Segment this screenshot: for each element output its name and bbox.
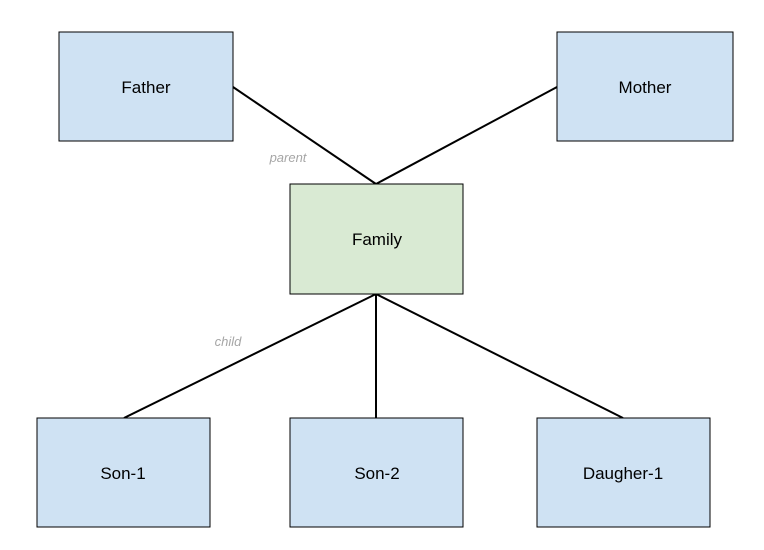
- node-mother[interactable]: Mother: [556, 31, 734, 142]
- node-son2-label: Son-2: [354, 464, 399, 483]
- node-daughter1-box: [536, 417, 711, 528]
- node-son1-box: [36, 417, 211, 528]
- edge-mother-family: [375, 86, 558, 185]
- node-family-box: [289, 183, 464, 295]
- node-father-label: Father: [121, 78, 170, 97]
- node-mother-box: [556, 31, 734, 142]
- node-son2-box: [289, 417, 464, 528]
- node-son1[interactable]: Son-1: [36, 417, 211, 528]
- edge-family-daughter1: [375, 293, 624, 419]
- node-family-label: Family: [352, 230, 403, 249]
- node-father[interactable]: Father: [58, 31, 234, 142]
- node-father-box: [58, 31, 234, 142]
- connectors: [123, 86, 624, 419]
- node-family[interactable]: Family: [289, 183, 464, 295]
- edge-label-parent: parent: [269, 150, 308, 165]
- edge-family-son1: [123, 293, 377, 419]
- node-son1-label: Son-1: [100, 464, 145, 483]
- node-daughter1[interactable]: Daugher-1: [536, 417, 711, 528]
- node-son2[interactable]: Son-2: [289, 417, 464, 528]
- edge-label-child: child: [215, 334, 243, 349]
- node-mother-label: Mother: [619, 78, 672, 97]
- node-daughter1-label: Daugher-1: [583, 464, 663, 483]
- edge-father-family: [232, 86, 377, 185]
